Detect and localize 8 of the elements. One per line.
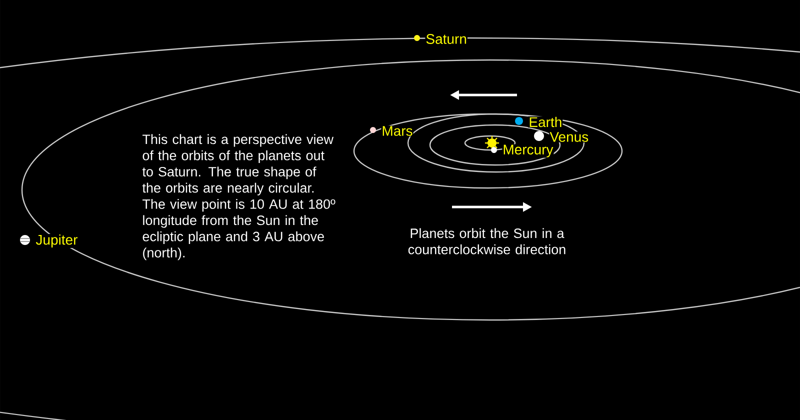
planet-label: Mercury [502,144,554,158]
planet-label: Mars [381,126,414,136]
planet-label: Saturn [425,34,468,44]
planet-label: Earth [528,116,563,128]
note-text: This chart is a perspective view of the orbits of the planets out to Saturn. The true shape of the orbits are nearly circular. The view point is 10 AU at 180º longitude from the Sun in the ecliptic plane and 3 AU above (north). [142,134,336,260]
caption-text: Planets orbit the Sun in a counterclockwise direction [408,228,566,254]
planet-label: Venus [549,132,590,142]
planet-label: Jupiter [35,234,78,248]
